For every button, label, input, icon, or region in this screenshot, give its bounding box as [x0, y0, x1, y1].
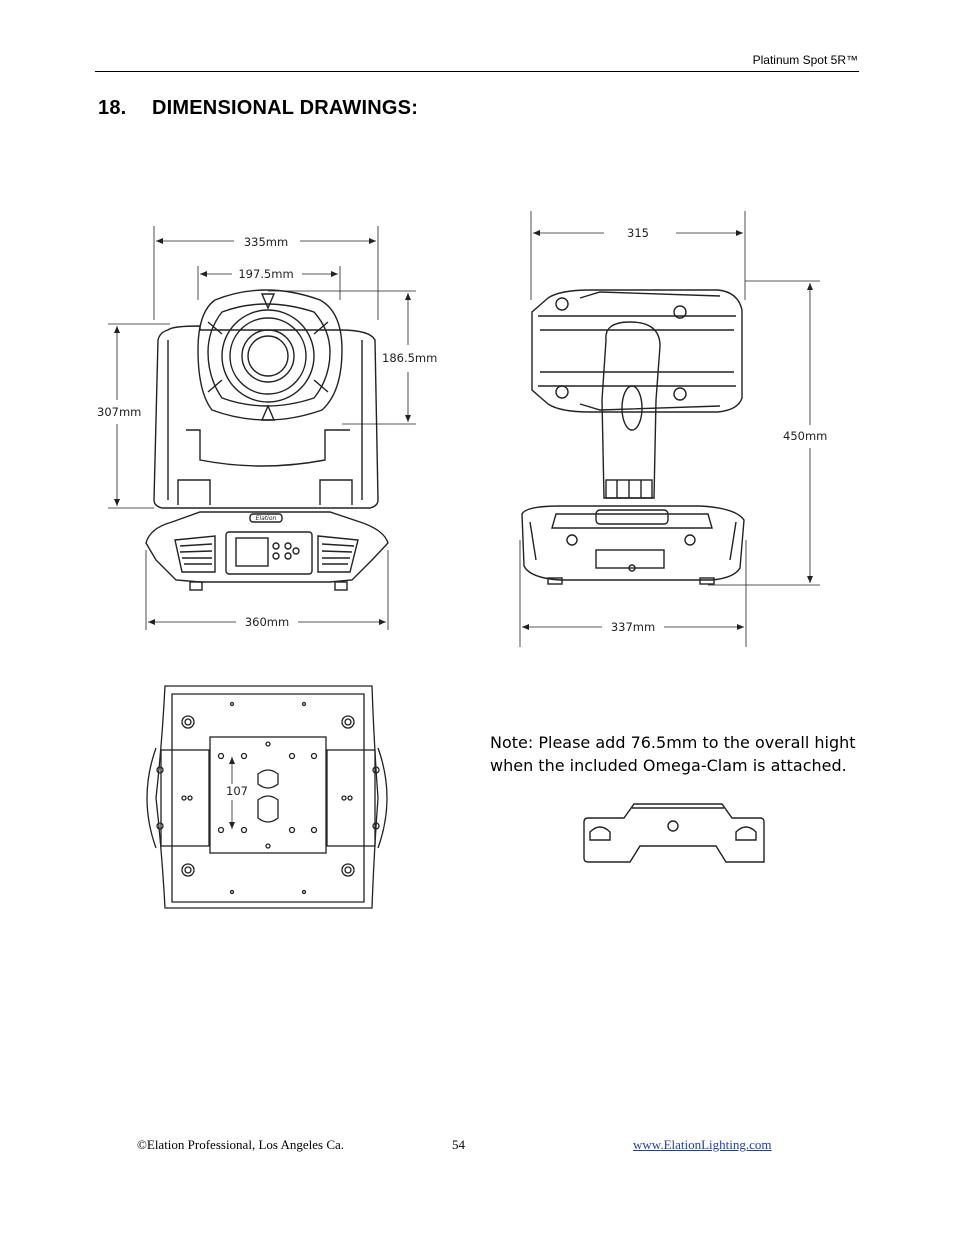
bottom-view-drawing: [146, 685, 388, 909]
note-line-2: when the included Omega-Clam is attached…: [490, 756, 847, 775]
header-rule: [95, 71, 859, 72]
dim-front-height: 307mm: [97, 405, 141, 419]
dim-side-height: 450mm: [783, 429, 827, 443]
note-line-1: Note: Please add 76.5mm to the overall h…: [490, 733, 856, 752]
omega-clamp-drawing: [583, 803, 765, 863]
document-header-title: Platinum Spot 5R™: [752, 53, 858, 67]
section-heading: 18. DIMENSIONAL DRAWINGS:: [98, 97, 418, 120]
footer-website-link[interactable]: www.ElationLighting.com: [633, 1137, 772, 1152]
footer-page-number: 54: [452, 1137, 465, 1152]
omega-clamp-note: Note: Please add 76.5mm to the overall h…: [490, 731, 910, 777]
side-view-drawing: [521, 289, 745, 585]
section-number: 18.: [98, 97, 127, 119]
dim-base-width: 360mm: [245, 615, 289, 629]
dim-front-width: 335mm: [244, 235, 288, 249]
dim-lens-offset: 197.5mm: [238, 267, 293, 281]
dim-side-depth: 315: [627, 226, 649, 240]
section-title: DIMENSIONAL DRAWINGS:: [152, 97, 419, 119]
dim-head-height: 186.5mm: [382, 351, 437, 365]
front-view-drawing: [145, 289, 389, 591]
dim-mount-spacing: 107: [226, 784, 248, 798]
front-base-logo: Elation: [256, 515, 277, 522]
footer-copyright: ©Elation Professional, Los Angeles Ca.: [137, 1137, 345, 1152]
dim-side-base: 337mm: [611, 620, 655, 634]
